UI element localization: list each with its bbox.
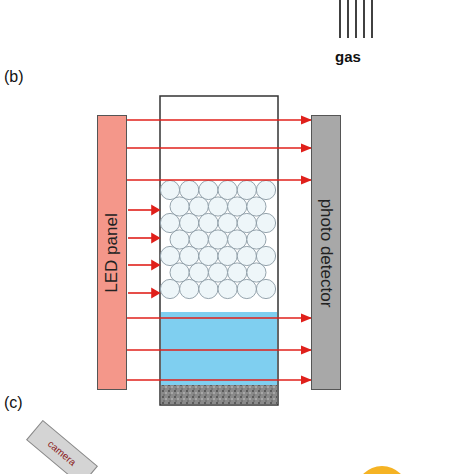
panel-letter: (c) [4, 394, 23, 412]
light-ray-arrow [127, 179, 311, 181]
liquid [161, 312, 277, 385]
node-label: camera [46, 438, 79, 468]
photo-detector: photo detector [311, 115, 341, 390]
gas-label: gas [335, 48, 361, 65]
sediment [161, 385, 277, 404]
short-arrows [128, 206, 159, 297]
led-panel: LED panel [97, 115, 127, 390]
camera-body: camera [26, 420, 98, 474]
panel-letter: (b) [4, 68, 24, 86]
light-source [356, 466, 408, 474]
foam-bubbles [160, 180, 275, 298]
node-label: photo detector [316, 198, 336, 307]
light-ray-arrow [127, 147, 311, 149]
node-label: LED panel [102, 213, 122, 292]
light-ray-arrow [127, 119, 311, 121]
gas-inlet-lines [340, 0, 372, 38]
column-tube [160, 96, 278, 405]
light-ray-arrow [127, 349, 311, 351]
light-ray-arrow [127, 379, 311, 381]
light-ray-arrow [127, 317, 311, 319]
